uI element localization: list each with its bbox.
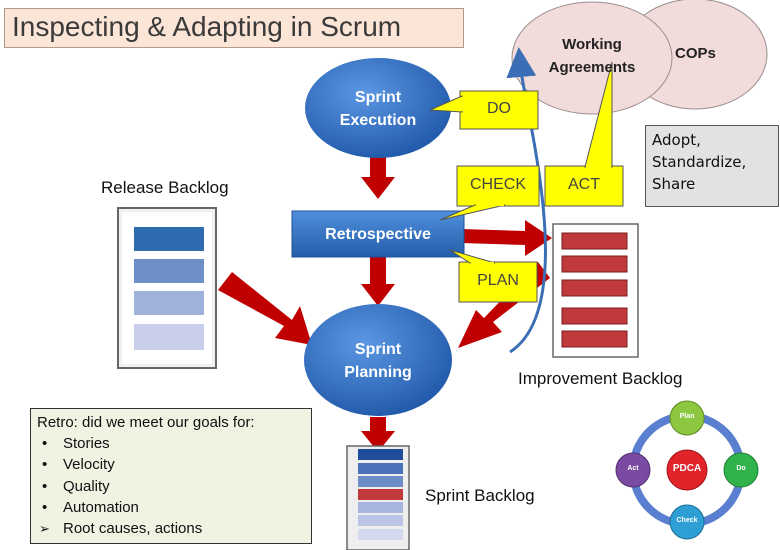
sprint-backlog-stack [346,445,410,550]
list-item: Automation [37,497,305,518]
release-backlog-stack [117,207,217,369]
list-item-root-causes: Root causes, actions [37,518,305,539]
pdca-center-label: PDCA [672,463,702,474]
sprint-planning-node [304,304,452,416]
sprint-backlog-label: Sprint Backlog [425,486,535,505]
pdca-plan-label: Plan [679,413,695,420]
act-callout [544,61,624,207]
pdca-cycle-graphic [615,400,759,540]
plan-callout-text: PLAN [477,272,519,289]
improvement-backlog-stack [552,223,639,358]
list-item: Stories [37,433,305,454]
plan-callout [449,249,538,303]
list-item: Velocity [37,454,305,475]
retrospective-label: Retrospective [325,226,431,243]
retro-goals-list: Stories Velocity Quality Automation Root… [37,433,305,539]
arrow-retro-to-improvement [462,220,552,256]
do-callout-text: DO [487,100,511,117]
check-callout [439,165,540,221]
arrow-execution-to-retro [361,157,395,199]
improvement-backlog-label: Improvement Backlog [518,369,683,388]
pdca-check-label: Check [676,517,698,524]
pdca-act-label: Act [627,465,639,472]
check-callout-text: CHECK [469,176,526,193]
pdca-do-label: Do [736,465,746,472]
sprint-execution-label: Sprint Execution [339,89,417,129]
arrow-planning-to-sprint-backlog [361,417,395,452]
list-item: Quality [37,476,305,497]
release-backlog-label: Release Backlog [101,178,229,197]
cops-label: COPs [675,45,716,62]
sprint-planning-label: Sprint Planning [344,341,412,381]
sprint-execution-node [305,58,451,158]
note-line: Share [652,175,696,193]
arrow-release-to-planning [218,272,312,345]
arrow-retro-to-planning [361,256,395,306]
retrospective-node [291,210,465,258]
adopt-note: Adopt, Standardize, Share [645,125,779,207]
page-title: Inspecting & Adapting in Scrum [12,11,402,42]
working-agreements-label: Working Agreements [548,36,636,76]
do-callout [429,90,539,130]
retro-goals-box: Retro: did we meet our goals for: Storie… [30,408,312,544]
retro-goals-heading: Retro: did we meet our goals for: [37,414,255,431]
note-line: Standardize, [652,153,747,171]
note-line: Adopt, [652,131,701,149]
title-box [4,8,464,48]
act-callout-text: ACT [568,176,600,193]
